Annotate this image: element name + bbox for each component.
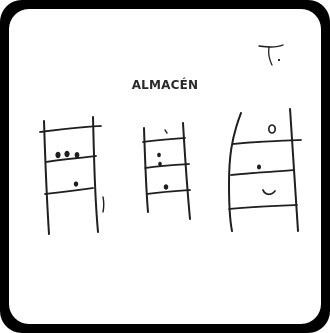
shelf-unit-right: [229, 109, 301, 231]
drawing-card: ALMACÉN: [9, 9, 321, 324]
corner-scribble-icon: [259, 45, 283, 65]
item-dot: [158, 162, 162, 167]
item-curve: [263, 190, 275, 194]
item-dot: [157, 153, 161, 157]
item-dot: [74, 181, 78, 186]
item-dot: [257, 165, 261, 170]
item-dot: [64, 151, 69, 157]
item-dot: [75, 152, 80, 158]
item-dot: [164, 184, 169, 189]
item-circle: [269, 125, 275, 133]
shelves-sketch: [9, 9, 321, 324]
item-dot: [55, 152, 60, 158]
shelf-unit-middle: [143, 123, 190, 219]
shelf-unit-left: [40, 117, 104, 234]
